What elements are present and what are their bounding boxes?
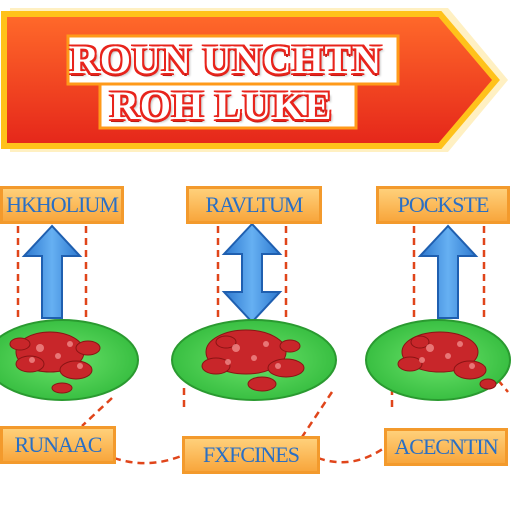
connector-label2-to-label3 bbox=[317, 446, 385, 464]
plate-2 bbox=[171, 319, 337, 401]
bottom-label-col2: FXFCINES bbox=[182, 436, 320, 474]
up-arrow-icon bbox=[21, 224, 83, 319]
up-down-arrow-icon bbox=[221, 222, 283, 324]
arrow-col2 bbox=[221, 222, 283, 324]
vertical-connectors bbox=[16, 226, 486, 412]
arrow-col3 bbox=[417, 224, 479, 319]
plate-3 bbox=[365, 319, 511, 401]
banner-title-line-1: ROUN UNCHTN bbox=[70, 37, 383, 82]
plate-1 bbox=[0, 319, 139, 401]
top-label-col1: HKHOLIUM bbox=[0, 186, 124, 224]
connector-plate2-to-label3 bbox=[298, 391, 334, 441]
banner-title-line-2: ROH LUKE bbox=[110, 83, 333, 128]
arrow-col1 bbox=[21, 224, 83, 319]
connector-plate1-to-label1 bbox=[81, 397, 113, 427]
connector-label1-to-label2 bbox=[113, 452, 187, 465]
top-label-col2: RAVLTUM bbox=[186, 186, 322, 224]
bottom-label-col1: RUNAAC bbox=[0, 426, 116, 464]
title-plate-2 bbox=[98, 82, 358, 130]
title-banner bbox=[1, 8, 508, 152]
bottom-label-col3: ACECNTIN bbox=[384, 428, 508, 466]
top-label-col3: POCKSTE bbox=[376, 186, 510, 224]
up-arrow-icon bbox=[417, 224, 479, 319]
